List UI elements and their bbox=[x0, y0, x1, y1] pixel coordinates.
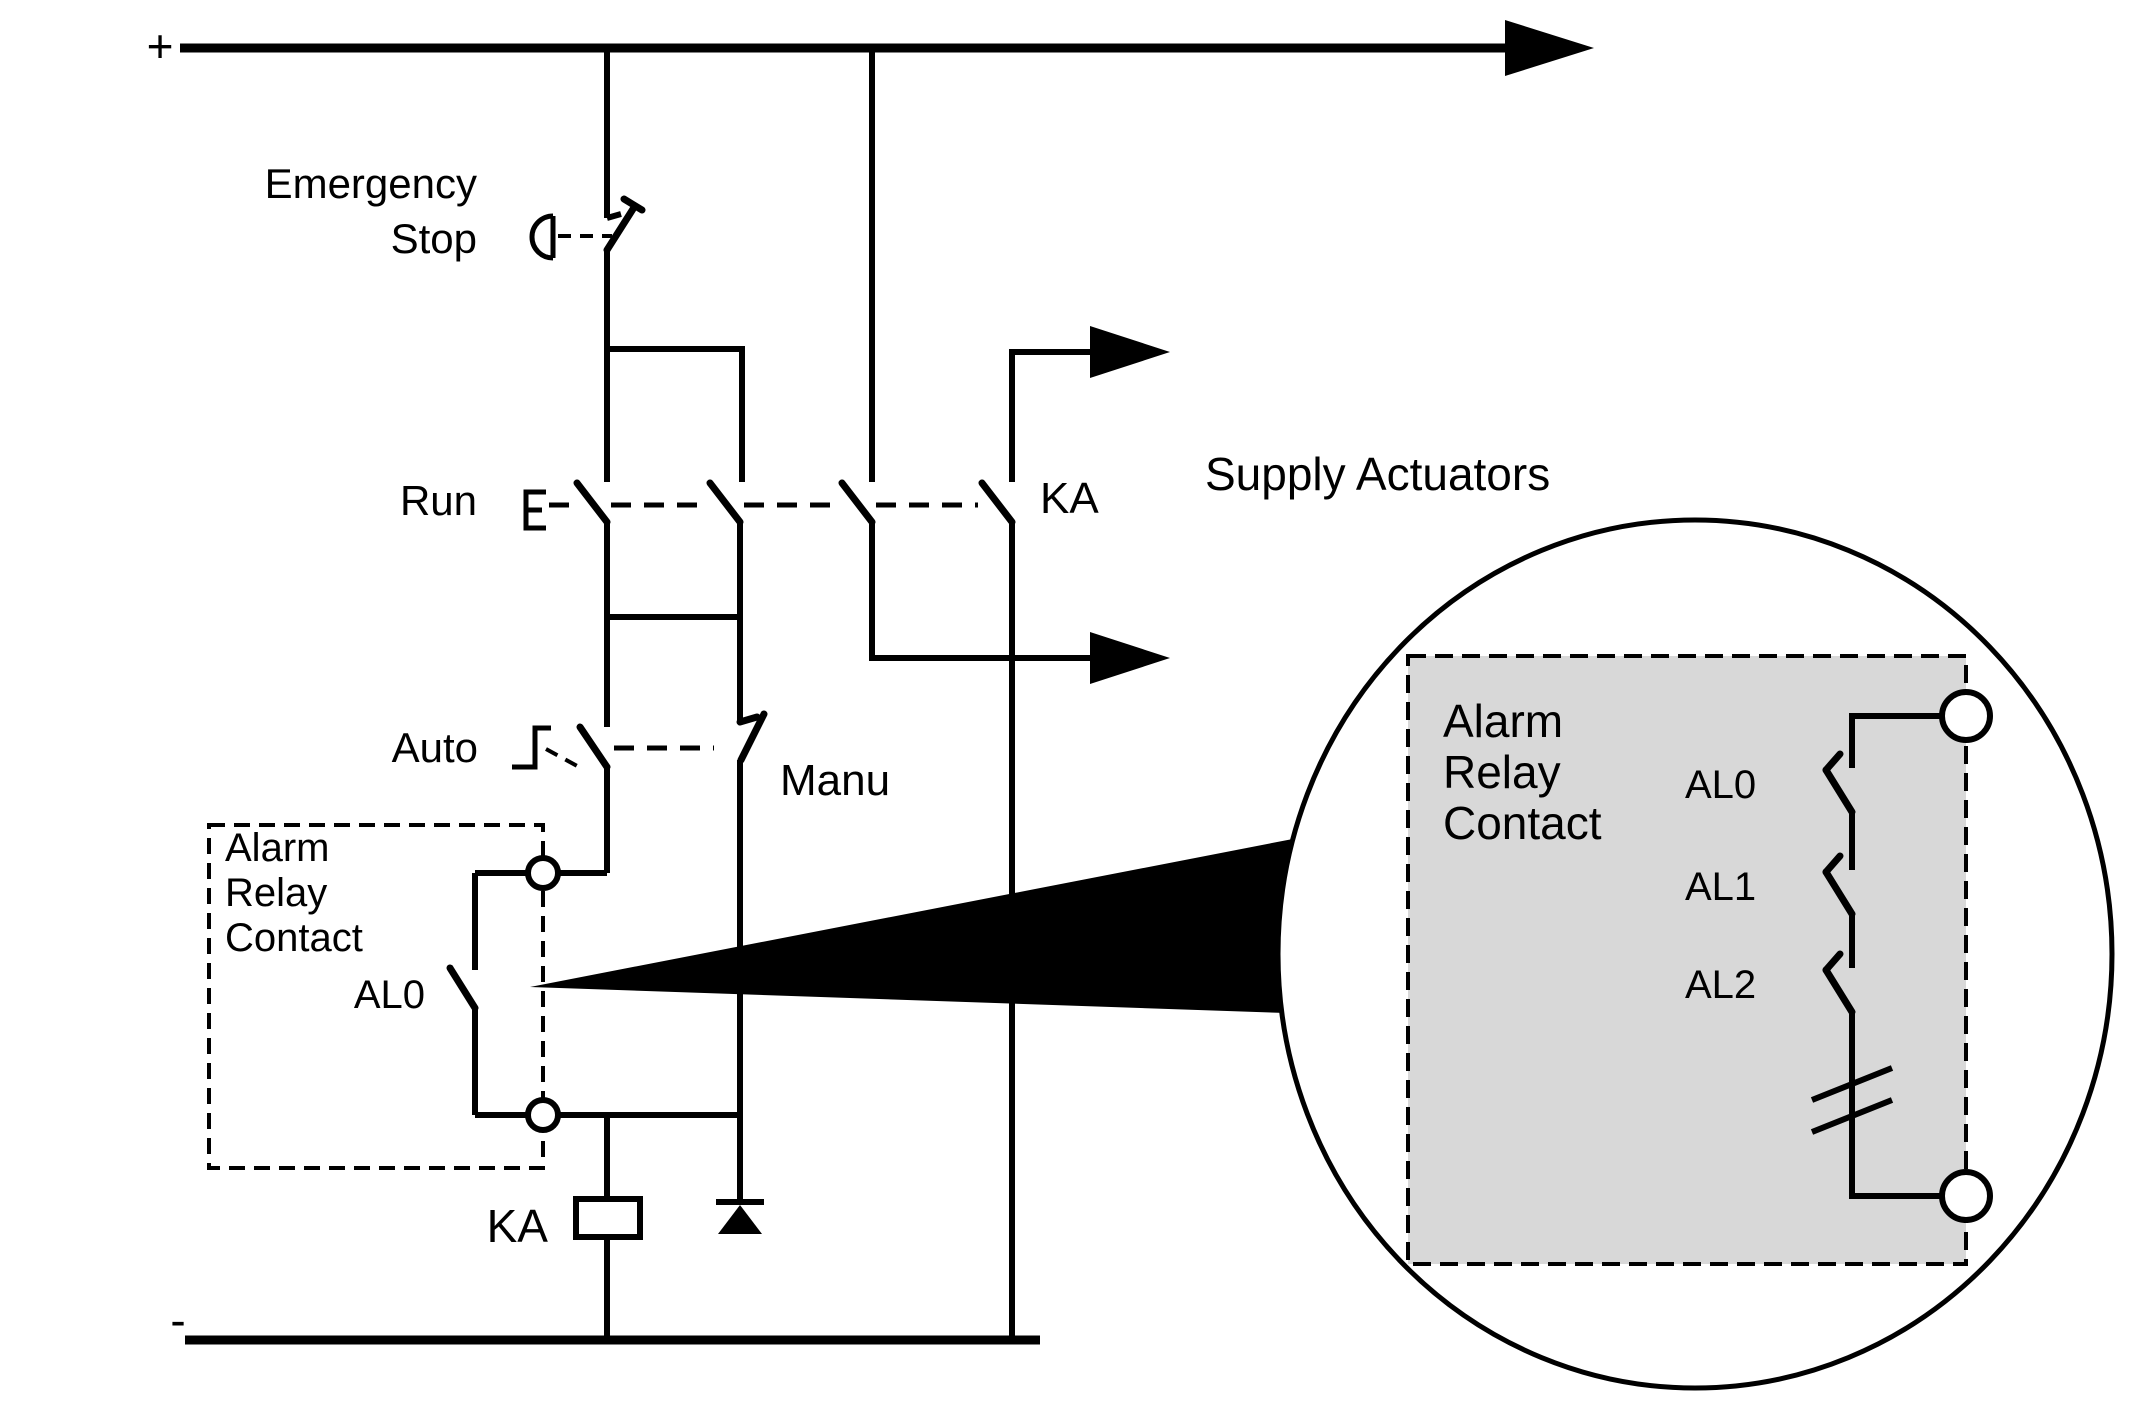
bridge-run-parallel-top bbox=[607, 346, 745, 482]
selector-actuator-icon bbox=[512, 725, 551, 770]
run-contact-row: Run KA bbox=[400, 474, 1099, 531]
auto-mech-link-diagonal bbox=[545, 747, 580, 769]
magnifier-al1-label: AL1 bbox=[1685, 865, 1756, 909]
manual-actuator-icon bbox=[523, 489, 546, 531]
alarm-relay-branch: Alarm Relay Contact AL0 bbox=[207, 823, 740, 1170]
ka-coil-label: KA bbox=[487, 1200, 549, 1252]
magnifier-callout: Alarm Relay Contact AL0 AL1 AL2 bbox=[530, 517, 2115, 1391]
supply-actuators-label: Supply Actuators bbox=[1205, 448, 1550, 500]
alarm-box-label-line2: Relay bbox=[225, 871, 327, 915]
magnifier-al2-label: AL2 bbox=[1685, 963, 1756, 1007]
plus-label: + bbox=[147, 20, 174, 72]
chain-top-wire bbox=[1849, 713, 1941, 768]
blade-trip-tick bbox=[620, 195, 646, 214]
circuit-wires bbox=[604, 48, 1015, 1340]
ka-relay-contact-blade bbox=[978, 479, 1016, 526]
alarm-box-label-line3: Contact bbox=[225, 916, 363, 960]
nc-contact-blade bbox=[603, 205, 637, 254]
magnifier-al0-label: AL0 bbox=[1685, 763, 1756, 807]
relay-coil-group: KA bbox=[487, 1115, 764, 1340]
diode-icon bbox=[718, 1205, 762, 1234]
chain-bottom-wire bbox=[1849, 1012, 1941, 1199]
auto-label: Auto bbox=[392, 724, 478, 771]
minus-label: - bbox=[170, 1294, 185, 1346]
auto-manu-row: Auto Manu bbox=[392, 710, 890, 805]
al0-label: AL0 bbox=[354, 973, 425, 1017]
chain-bottom-terminal-icon bbox=[1939, 1169, 1993, 1223]
run-contact-blade-3 bbox=[838, 479, 876, 526]
upper-feed-arrow-icon bbox=[1090, 326, 1170, 378]
chain-break-slash-2 bbox=[1810, 1097, 1894, 1135]
contact-seat-tick bbox=[606, 211, 622, 221]
magnifier-alarm-box bbox=[1406, 654, 1968, 1266]
supply-actuator-feeds: Supply Actuators bbox=[869, 326, 1550, 684]
plus-rail-arrow-icon bbox=[1505, 20, 1594, 76]
magnifier-al0-blade bbox=[1822, 766, 1856, 816]
upper-feed-wire bbox=[1009, 349, 1090, 482]
ka-coil-icon bbox=[573, 1196, 643, 1240]
pushbutton-arc-icon bbox=[529, 213, 554, 261]
emergency-stop-label-line1: Emergency bbox=[265, 160, 477, 207]
manu-contact-blade bbox=[737, 710, 768, 764]
run-contact-blade-2 bbox=[706, 479, 744, 526]
magnifier-al2-tick bbox=[1822, 950, 1844, 974]
magnifier-box-label-line2: Relay bbox=[1443, 746, 1561, 798]
magnifier-al1-tick bbox=[1822, 852, 1844, 876]
al0-contact-blade bbox=[446, 964, 479, 1012]
run-label: Run bbox=[400, 477, 477, 524]
magnifier-al0-tick bbox=[1822, 750, 1844, 774]
magnifier-contact-chain: AL0 AL1 AL2 bbox=[1685, 689, 1993, 1223]
lower-feed-wire bbox=[869, 522, 1090, 661]
chain-break-slash-1 bbox=[1810, 1065, 1894, 1103]
power-rails: + - bbox=[147, 20, 1594, 1346]
run-contact-blade-1 bbox=[573, 479, 611, 526]
lower-terminal-circle-icon bbox=[525, 1097, 561, 1133]
manu-label: Manu bbox=[780, 756, 890, 805]
manu-contact-seat-tick bbox=[736, 713, 761, 726]
auto-contact-blade bbox=[576, 723, 611, 771]
emergency-stop-switch: Emergency Stop bbox=[265, 160, 646, 262]
upper-terminal-circle-icon bbox=[525, 855, 561, 891]
ka-contact-label: KA bbox=[1040, 474, 1099, 523]
magnifier-pointer-wedge-icon bbox=[530, 838, 1298, 1013]
magnifier-al1-blade bbox=[1822, 868, 1856, 918]
magnifier-al2-blade bbox=[1822, 966, 1856, 1016]
magnifier-box-label-line3: Contact bbox=[1443, 797, 1602, 849]
lower-feed-arrow-icon bbox=[1090, 632, 1170, 684]
alarm-relay-contact-box bbox=[207, 823, 545, 1170]
magnifier-box-label-line1: Alarm bbox=[1443, 695, 1563, 747]
emergency-stop-label-line2: Stop bbox=[391, 215, 477, 262]
alarm-box-label-line1: Alarm bbox=[225, 826, 329, 870]
chain-top-terminal-icon bbox=[1939, 689, 1993, 743]
